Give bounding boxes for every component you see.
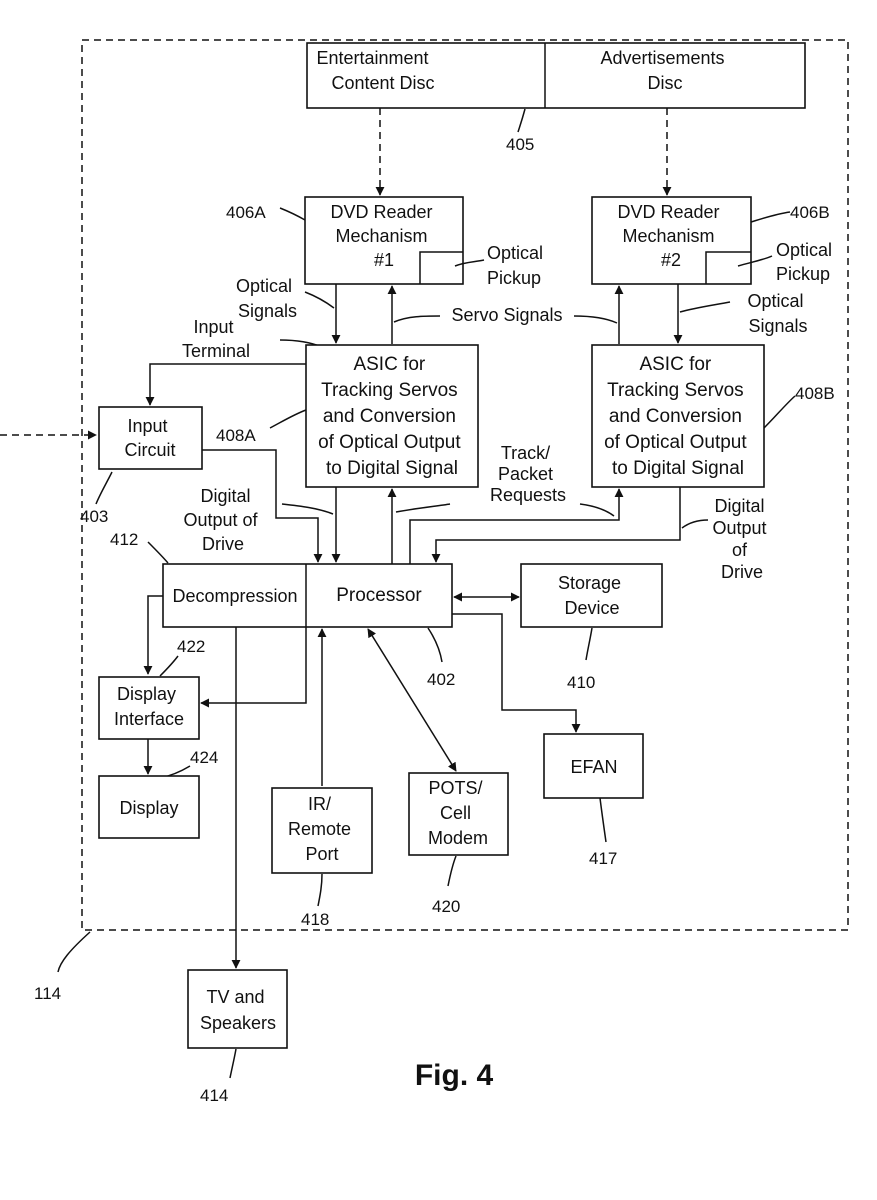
processor-to-efan-line xyxy=(452,613,581,733)
display-interface-ref-leader xyxy=(159,655,179,677)
reader-2-ref: 406B xyxy=(790,203,830,222)
track-packet-leader-2 xyxy=(579,503,615,517)
storage-device xyxy=(520,563,663,628)
decompression-ref: 412 xyxy=(110,530,138,549)
digital-output-right-label: Digital Output of Drive xyxy=(712,496,771,582)
display-interface xyxy=(98,676,200,740)
ir-ref-leader xyxy=(317,873,323,907)
digital-output-2-arrow xyxy=(431,487,681,563)
decompression-ref-leader xyxy=(147,541,169,564)
tv-and-speakers-label: TV and Speakers xyxy=(200,987,276,1033)
processor-label: Processor xyxy=(336,585,422,606)
input-to-processor-line xyxy=(202,449,323,563)
tv-and-speakers xyxy=(187,969,288,1049)
optical-signals-left-label: Optical Signals xyxy=(236,276,297,321)
track-requests-2-arrow xyxy=(409,488,624,564)
servo-signals-leader-2 xyxy=(573,315,618,324)
digital-output-left-label: Digital Output of Drive xyxy=(183,486,262,554)
processor-ref: 402 xyxy=(427,670,455,689)
display-interface-label: Display Interface xyxy=(114,684,184,729)
display-ref: 424 xyxy=(190,748,218,767)
storage-ref: 410 xyxy=(567,673,595,692)
efan-ref-leader xyxy=(599,797,607,843)
input-terminal-label: Input Terminal xyxy=(182,317,250,361)
decompression-label: Decompression xyxy=(172,586,297,606)
optical-signals-right-leader xyxy=(679,301,731,313)
ir-remote-port-label: IR/ Remote Port xyxy=(288,794,356,864)
servo-signals-leader-1 xyxy=(393,315,441,323)
tv-ref: 414 xyxy=(200,1086,228,1105)
reader-1-ref-leader xyxy=(279,207,306,221)
modem-ref-leader xyxy=(447,855,457,887)
efan-ref: 417 xyxy=(589,849,617,868)
display xyxy=(98,775,200,839)
storage-ref-leader xyxy=(585,627,593,661)
dvd-reader-1 xyxy=(304,196,464,285)
servo-signals-label: Servo Signals xyxy=(451,305,562,325)
pots-cell-modem xyxy=(408,772,509,856)
input-circuit-ref: 403 xyxy=(80,507,108,526)
input-circuit-label: Input Circuit xyxy=(124,416,175,460)
disc-ref: 405 xyxy=(506,135,534,154)
optical-pickup-1 xyxy=(419,251,463,284)
system-ref-leader xyxy=(57,931,91,973)
processor-to-display-interface xyxy=(200,627,307,708)
digital-output-left-leader xyxy=(281,503,334,515)
reader-2-ref-leader xyxy=(750,211,791,223)
asic-1-ref: 408A xyxy=(216,426,256,445)
asic-1-ref-leader xyxy=(269,409,307,429)
entertainment-disc-label: Entertainment Content Disc xyxy=(316,48,434,93)
optical-pickup-1-label: Optical Pickup xyxy=(487,243,548,288)
asic-2-ref-leader xyxy=(763,395,796,429)
efan-label: EFAN xyxy=(570,757,617,777)
dvd-reader-2-label: DVD Reader Mechanism #2 xyxy=(617,202,724,270)
asic-2-label: ASIC for Tracking Servos and Conversion … xyxy=(604,354,752,479)
tv-ref-leader xyxy=(229,1048,237,1079)
asic-2-ref: 408B xyxy=(795,384,835,403)
ir-remote-port xyxy=(271,787,373,874)
dvd-reader-1-label: DVD Reader Mechanism #1 xyxy=(330,202,437,270)
disc-ref-leader xyxy=(517,108,526,133)
processor-modem-arrow xyxy=(367,628,457,772)
asic-2 xyxy=(591,344,765,488)
input-circuit xyxy=(98,406,203,470)
digital-output-right-leader xyxy=(681,519,709,529)
modem-ref: 420 xyxy=(432,897,460,916)
optical-pickup-2 xyxy=(705,251,751,284)
efan xyxy=(543,733,644,799)
optical-signals-left-leader xyxy=(304,291,335,309)
optical-signals-right-label: Optical Signals xyxy=(747,291,808,336)
decompression-to-display-interface xyxy=(143,595,163,675)
input-terminal-arrow xyxy=(145,363,306,406)
advertisements-disc-label: Advertisements Disc xyxy=(600,48,729,93)
pickup-2-leader xyxy=(737,255,773,267)
processor-ref-leader xyxy=(427,627,443,663)
system-ref: 114 xyxy=(34,984,61,1003)
ir-ref: 418 xyxy=(301,910,329,929)
optical-pickup-2-label: Optical Pickup xyxy=(776,240,837,284)
asic-1-label: ASIC for Tracking Servos and Conversion … xyxy=(318,354,466,479)
figure-caption: Fig. 4 xyxy=(415,1059,494,1092)
pickup-1-leader xyxy=(454,259,485,267)
track-packet-label: Track/ Packet Requests xyxy=(490,443,566,505)
reader-1-ref: 406A xyxy=(226,203,266,222)
asic-1 xyxy=(305,344,479,488)
dvd-reader-2 xyxy=(591,196,752,285)
storage-device-label: Storage Device xyxy=(558,573,626,618)
input-circuit-ref-leader xyxy=(95,471,113,505)
track-packet-leader-1 xyxy=(395,503,451,513)
decompression-processor-box xyxy=(162,563,453,628)
display-label: Display xyxy=(119,798,178,818)
display-interface-ref: 422 xyxy=(177,637,205,656)
disc-box xyxy=(306,42,806,109)
pots-cell-modem-label: POTS/ Cell Modem xyxy=(428,778,488,848)
